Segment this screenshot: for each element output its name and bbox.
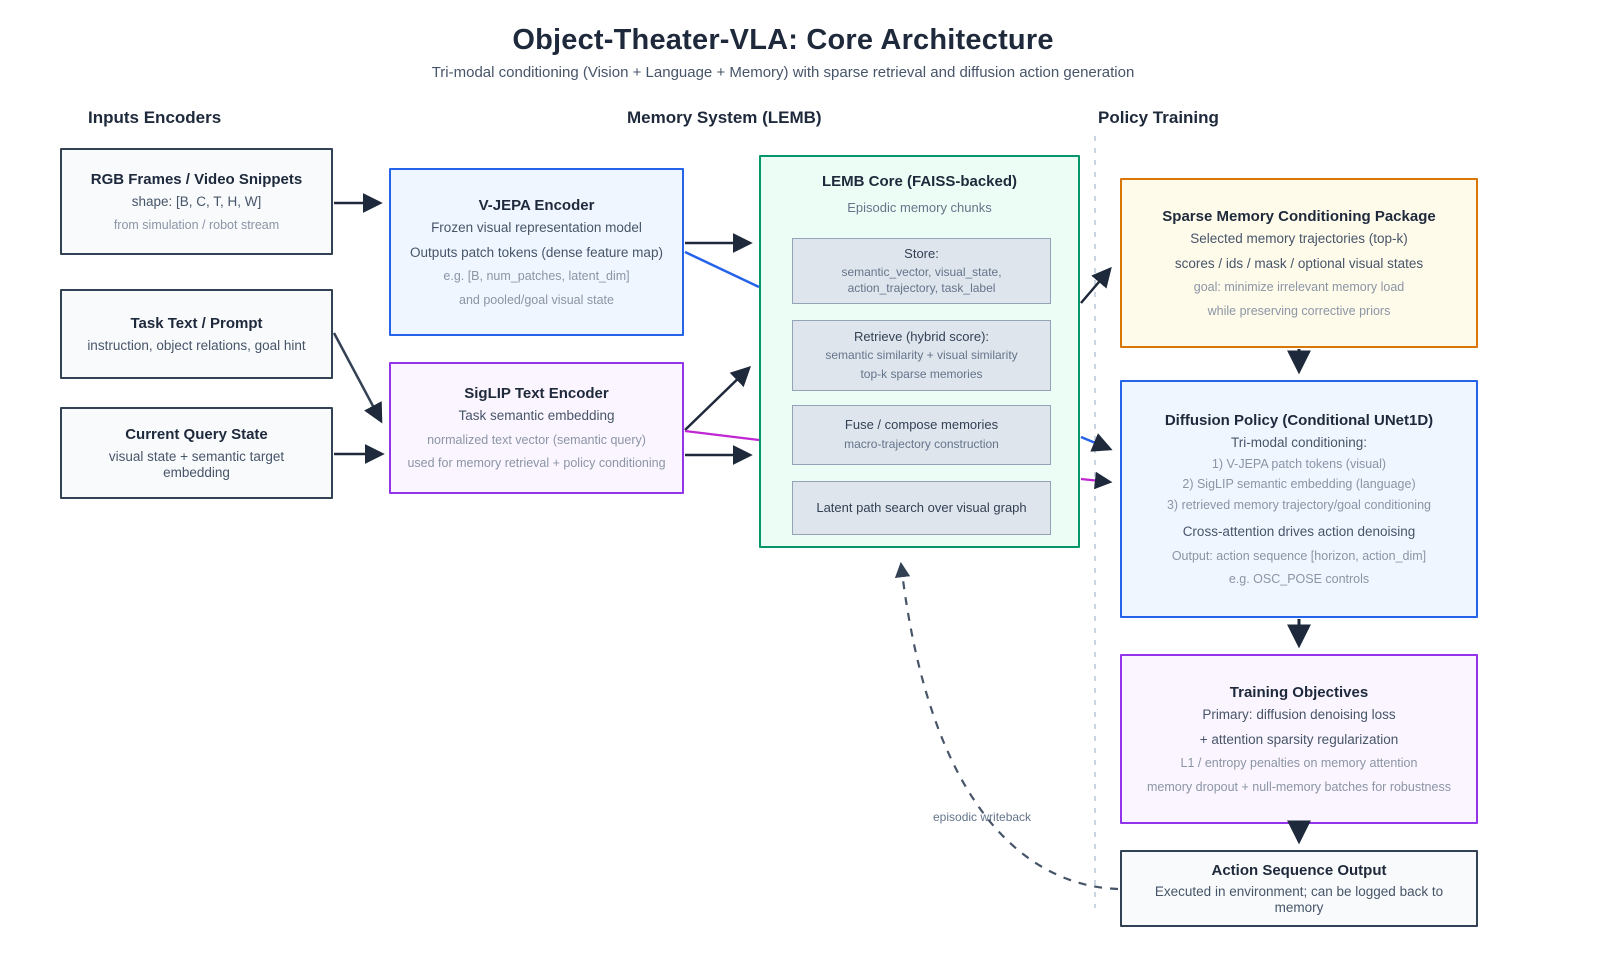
writeback-edge-label: episodic writeback (930, 810, 1035, 824)
edge-vjepa-visual-blue (684, 250, 760, 289)
node-line: visual state + semantic target embedding (108, 448, 285, 480)
inner-title: Latent path search over visual graph (816, 500, 1027, 516)
page-title: Object-Theater-VLA: Core Architecture (512, 24, 1054, 56)
edge-vjepa-to-diffusion-blue (1080, 433, 1113, 452)
node-title: SigLIP Text Encoder (464, 385, 609, 403)
inner-line: semantic similarity + visual similarity (825, 348, 1018, 363)
node-line: normalized text vector (semantic query) (427, 432, 646, 447)
node-line: e.g. OSC_POSE controls (1228, 572, 1370, 587)
node-line: instruction, object relations, goal hint (87, 337, 306, 353)
node-line: 2) SigLIP semantic embedding (language) (1182, 477, 1416, 492)
inner-title: Store: (904, 245, 939, 261)
edge-episodic-writeback (894, 561, 1119, 891)
node-line: 3) retrieved memory trajectory/goal cond… (1166, 497, 1431, 512)
inner-title: Fuse / compose memories (844, 417, 999, 433)
node-line: + attention sparsity regularization (1199, 731, 1399, 747)
node-line: Frozen visual representation model (431, 220, 642, 236)
node-title: Task Text / Prompt (130, 314, 263, 332)
node-siglip-encoder: SigLIP Text Encoder Task semantic embedd… (389, 362, 684, 494)
edge-siglip-to-lemb-retrieve (684, 366, 752, 431)
lemb-retrieve-box: Retrieve (hybrid score): semantic simila… (792, 320, 1051, 391)
inner-line: semantic_vector, visual_state, action_tr… (841, 265, 1002, 295)
node-action-sequence-output: Action Sequence Output Executed in envir… (1120, 850, 1478, 927)
node-line: while preserving corrective priors (1207, 303, 1391, 318)
node-line: Executed in environment; can be logged b… (1154, 883, 1444, 915)
inner-line: top-k sparse memories (860, 366, 983, 381)
inner-title: Retrieve (hybrid score): (853, 328, 990, 344)
node-lemb-core: LEMB Core (FAISS-backed) Episodic memory… (759, 155, 1080, 548)
node-line: memory dropout + null-memory batches for… (1147, 779, 1451, 794)
node-line: Task semantic embedding (458, 408, 615, 424)
lemb-store-box: Store: semantic_vector, visual_state, ac… (792, 238, 1051, 304)
section-inputs-encoders: Inputs Encoders (88, 108, 222, 127)
node-title: V-JEPA Encoder (478, 197, 595, 215)
node-line: Cross-attention drives action denoising (1182, 524, 1416, 540)
node-title: LEMB Core (FAISS-backed) (821, 173, 1018, 190)
node-title: Current Query State (125, 425, 268, 443)
section-policy-training: Policy Training (1098, 108, 1219, 127)
lemb-fuse-box: Fuse / compose memories macro-trajectory… (792, 405, 1051, 465)
node-line: scores / ids / mask / optional visual st… (1174, 255, 1424, 271)
node-line: and pooled/goal visual state (459, 292, 614, 307)
page-subtitle: Tri-modal conditioning (Vision + Languag… (431, 64, 1135, 81)
node-title: RGB Frames / Video Snippets (90, 170, 303, 188)
node-diffusion-policy: Diffusion Policy (Conditional UNet1D) Tr… (1120, 380, 1478, 618)
node-line: from simulation / robot stream (113, 218, 280, 233)
node-query-state: Current Query State visual state + seman… (60, 407, 333, 499)
node-title: Training Objectives (1229, 684, 1369, 702)
lemb-latent-box: Latent path search over visual graph (792, 481, 1051, 535)
node-training-objectives: Training Objectives Primary: diffusion d… (1120, 654, 1478, 824)
node-subtitle: Episodic memory chunks (847, 200, 992, 215)
edge-siglip-to-diffusion-magenta (1080, 471, 1113, 490)
node-line: Primary: diffusion denoising loss (1202, 707, 1396, 723)
node-line: shape: [B, C, T, H, W] (131, 193, 262, 209)
node-line: 1) V-JEPA patch tokens (visual) (1211, 457, 1387, 472)
node-sparse-memory-package: Sparse Memory Conditioning Package Selec… (1120, 178, 1478, 348)
node-rgb-frames: RGB Frames / Video Snippets shape: [B, C… (60, 148, 333, 255)
node-line: Outputs patch tokens (dense feature map) (410, 244, 663, 260)
node-title: Sparse Memory Conditioning Package (1162, 208, 1436, 226)
edge-tasktext-to-siglip (332, 332, 383, 424)
node-line: Output: action sequence [horizon, action… (1171, 548, 1427, 563)
node-vjepa-encoder: V-JEPA Encoder Frozen visual representat… (389, 168, 684, 336)
edge-siglip-semantic-magenta (684, 429, 760, 442)
node-task-text: Task Text / Prompt instruction, object r… (60, 289, 333, 379)
node-line: e.g. [B, num_patches, latent_dim] (443, 269, 630, 284)
inner-line: macro-trajectory construction (844, 437, 999, 451)
section-memory-system: Memory System (LEMB) (627, 108, 822, 127)
node-title: Diffusion Policy (Conditional UNet1D) (1164, 411, 1434, 429)
node-line: Tri-modal conditioning: (1230, 434, 1368, 450)
edge-lemb-to-sparse (1080, 266, 1112, 304)
node-line: goal: minimize irrelevant memory load (1193, 280, 1405, 295)
node-line: L1 / entropy penalties on memory attenti… (1180, 756, 1418, 771)
node-line: Selected memory trajectories (top-k) (1190, 231, 1408, 247)
node-title: Action Sequence Output (1211, 861, 1387, 879)
node-line: used for memory retrieval + policy condi… (407, 456, 666, 471)
